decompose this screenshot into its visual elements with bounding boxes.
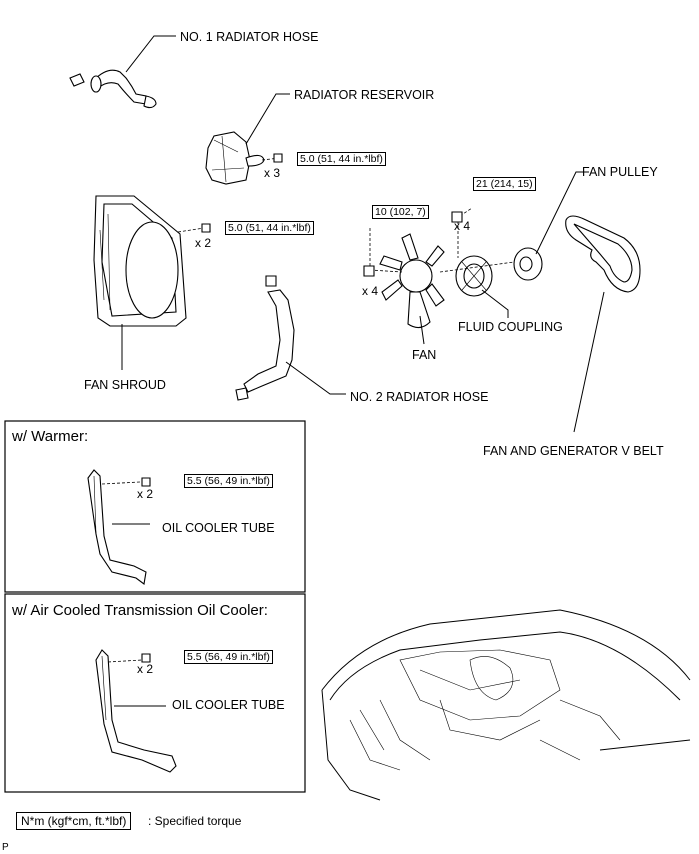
torque-shroud: 5.0 (51, 44 in.*lbf) — [225, 221, 314, 235]
figure-code: P — [2, 842, 9, 853]
fluid-coupling — [439, 207, 515, 318]
label-no2-radiator-hose: NO. 2 RADIATOR HOSE — [350, 390, 489, 404]
label-no1-radiator-hose: NO. 1 RADIATOR HOSE — [180, 30, 319, 44]
aircooled-box-frame — [4, 593, 306, 793]
label-fluid-coupling: FLUID COUPLING — [458, 320, 563, 334]
no1-radiator-hose — [69, 35, 176, 109]
label-oil-cooler-tube-aircooled: OIL COOLER TUBE — [172, 698, 285, 712]
qty-aircooled: x 2 — [137, 662, 154, 676]
fan — [363, 228, 445, 345]
torque-reservoir: 5.0 (51, 44 in.*lbf) — [297, 152, 386, 166]
engine-bay-location-sketch — [321, 609, 691, 801]
qty-fan: x 4 — [362, 284, 379, 298]
qty-shroud: x 2 — [195, 236, 212, 250]
qty-reservoir: x 3 — [264, 166, 281, 180]
no2-radiator-hose — [235, 275, 346, 401]
label-v-belt: FAN AND GENERATOR V BELT — [483, 444, 664, 458]
legend-description: : Specified torque — [148, 814, 242, 828]
label-fan-shroud: FAN SHROUD — [84, 378, 166, 392]
label-fan-pulley: FAN PULLEY — [582, 165, 658, 179]
torque-coupling: 21 (214, 15) — [473, 177, 536, 191]
warmer-box-frame — [4, 420, 306, 593]
fan-shroud — [93, 195, 211, 370]
label-oil-cooler-tube-warmer: OIL COOLER TUBE — [162, 521, 275, 535]
fan-generator-v-belt — [565, 215, 641, 433]
fan-pulley — [513, 171, 588, 281]
warmer-box-title: w/ Warmer: — [12, 428, 89, 445]
qty-coupling: x 4 — [454, 219, 471, 233]
torque-fan: 10 (102, 7) — [372, 205, 429, 219]
torque-warmer: 5.5 (56, 49 in.*lbf) — [184, 474, 273, 488]
label-radiator-reservoir: RADIATOR RESERVOIR — [294, 88, 435, 102]
qty-warmer: x 2 — [137, 487, 154, 501]
aircooled-box-title: w/ Air Cooled Transmission Oil Cooler: — [12, 602, 268, 619]
radiator-reservoir — [205, 93, 290, 185]
label-fan: FAN — [412, 348, 437, 362]
legend-torque-unit: N*m (kgf*cm, ft.*lbf) — [16, 812, 132, 830]
torque-aircooled: 5.5 (56, 49 in.*lbf) — [184, 650, 273, 664]
